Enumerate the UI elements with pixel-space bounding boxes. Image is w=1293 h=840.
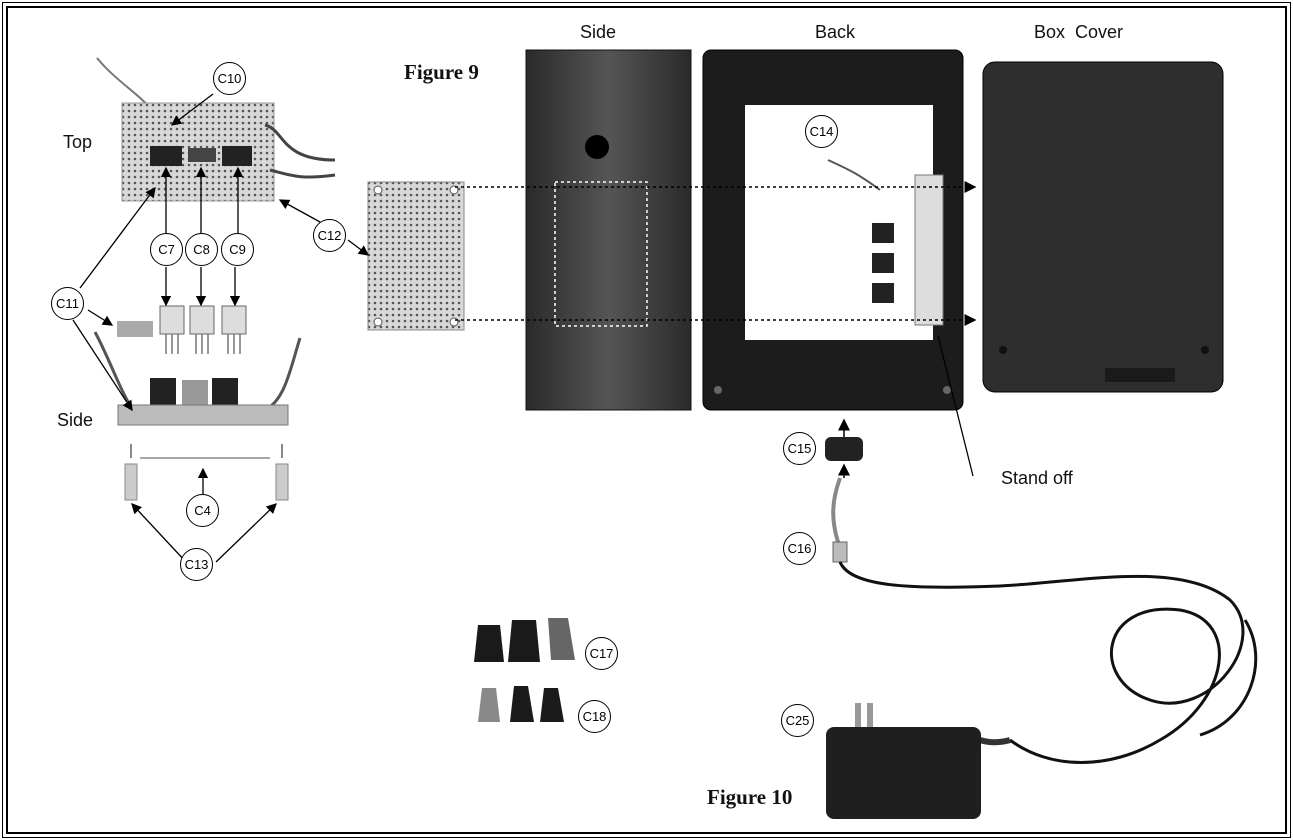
enclosure-back-view <box>702 49 964 411</box>
figure-10-title: Figure 10 <box>707 785 793 809</box>
callout-c25: C25 <box>781 704 814 737</box>
figure-9-title: Figure 9 <box>404 60 479 84</box>
callout-c4: C4 <box>186 494 219 527</box>
enclosure-side-view <box>525 49 692 411</box>
callout-c11: C11 <box>51 287 84 320</box>
top-label: Top <box>63 132 93 152</box>
callout-c8: C8 <box>185 233 218 266</box>
enclosure-cover <box>982 61 1224 393</box>
callout-c18: C18 <box>578 700 611 733</box>
stand-off-label: Stand off <box>1001 468 1073 488</box>
side-view-assembly <box>93 331 302 501</box>
callout-c13: C13 <box>180 548 213 581</box>
power-adapter-and-cord <box>826 477 1258 819</box>
callout-c16: C16 <box>783 532 816 565</box>
top-circuit-board <box>96 57 336 202</box>
callout-c10: C10 <box>213 62 246 95</box>
callout-c14: C14 <box>805 115 838 148</box>
callout-c7: C7 <box>150 233 183 266</box>
side-header-label: Side <box>580 22 617 42</box>
callout-c12: C12 <box>313 219 346 252</box>
grommet <box>825 418 863 478</box>
callout-c17: C17 <box>585 637 618 670</box>
wire-nuts <box>474 618 575 722</box>
inner-frame <box>6 6 1287 834</box>
leader-arrows <box>72 93 974 563</box>
perf-board <box>367 181 465 331</box>
callout-c9: C9 <box>221 233 254 266</box>
callout-c15: C15 <box>783 432 816 465</box>
side-left-label: Side <box>57 410 94 430</box>
back-header-label: Back <box>815 22 856 42</box>
box-cover-header-label: Box Cover <box>1034 22 1124 42</box>
transistor-row <box>117 305 247 354</box>
alignment-arrows <box>455 181 977 326</box>
